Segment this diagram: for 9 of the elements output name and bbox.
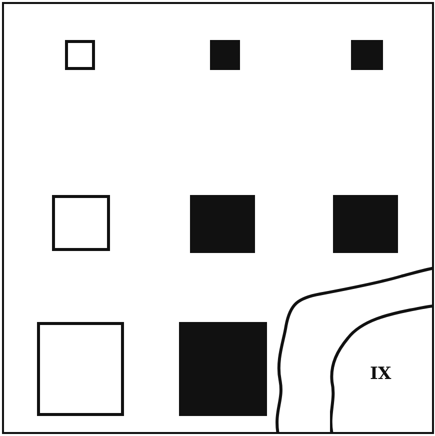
region-label: IX [370, 364, 392, 384]
filled-square [190, 195, 255, 253]
filled-square [210, 40, 240, 70]
outlined-square [65, 40, 95, 70]
filled-square [351, 40, 383, 70]
outlined-square [37, 322, 124, 416]
filled-square [333, 195, 398, 253]
filled-square [179, 322, 267, 416]
outlined-square [52, 195, 110, 251]
